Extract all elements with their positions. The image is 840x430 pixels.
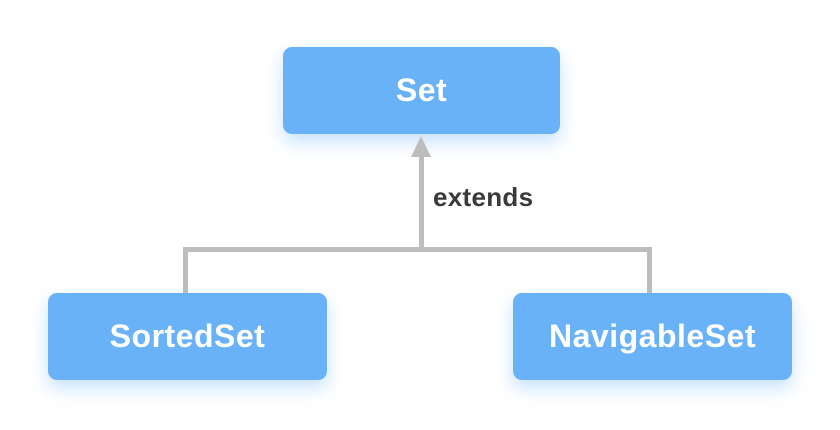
node-navigableset-label: NavigableSet <box>549 318 756 354</box>
edge-label-extends: extends <box>433 182 534 212</box>
connector-horizontal <box>183 247 652 252</box>
node-sortedset-label: SortedSet <box>109 318 266 354</box>
node-set-label: Set <box>395 72 448 108</box>
connector-drop-right <box>647 247 652 293</box>
node-sortedset: SortedSet <box>48 293 327 380</box>
connector-shaft <box>419 154 424 251</box>
arrowhead-up-icon <box>411 136 431 157</box>
node-set: Set <box>283 47 560 134</box>
node-navigableset: NavigableSet <box>513 293 792 380</box>
connector-drop-left <box>183 247 188 293</box>
